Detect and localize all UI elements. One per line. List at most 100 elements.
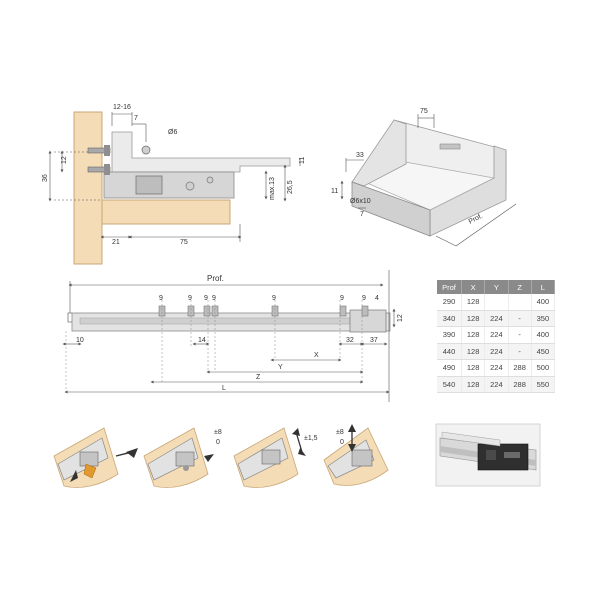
dim-hole-9: 9 bbox=[188, 295, 192, 302]
drawer-left-side bbox=[351, 119, 407, 187]
table-cell: 128 bbox=[461, 326, 486, 344]
table-cell: 224 bbox=[484, 343, 509, 360]
adjust-knob bbox=[183, 465, 189, 471]
table-cell: 288 bbox=[508, 359, 532, 377]
screw-lower bbox=[87, 164, 111, 175]
dim-hole-9: 9 bbox=[204, 295, 208, 302]
dim-drawer-top: 75 bbox=[420, 108, 428, 115]
hole-marker bbox=[158, 305, 166, 317]
dim-hole-4: 4 bbox=[375, 295, 379, 302]
rail-long-view: Prof. 9 9 9 9 9 9 9 4 12 10 14 32 37 X Y… bbox=[62, 270, 404, 402]
dim-drawer-height: 26,5 bbox=[287, 180, 294, 194]
table-cell: 450 bbox=[531, 343, 556, 360]
arrow-icon bbox=[298, 448, 306, 456]
drawer-3d-view: 75 33 11 Ø6x10 7 Prof. bbox=[331, 108, 517, 247]
table-row: 490 128 224 288 500 bbox=[437, 359, 556, 377]
table-cell: 490 bbox=[437, 359, 463, 377]
table-cell: - bbox=[508, 343, 532, 360]
table-cell: - bbox=[508, 310, 532, 327]
step3-range: ±1,5 bbox=[304, 435, 318, 442]
column-header: Y bbox=[484, 280, 509, 294]
table-cell: 224 bbox=[484, 376, 509, 393]
table-cell: 128 bbox=[461, 310, 486, 327]
arrow-icon bbox=[126, 448, 138, 458]
table-cell: 128 bbox=[461, 376, 486, 393]
dimension-table: Prof X Y Z L 290 128 400 340 128 224 - 3… bbox=[437, 280, 556, 393]
adjustment-step-4: ±8 0 bbox=[323, 424, 389, 486]
dim-z: Z bbox=[256, 374, 261, 381]
screw-upper bbox=[87, 145, 111, 156]
dim-hole-9: 9 bbox=[340, 295, 344, 302]
hole-marker bbox=[187, 305, 195, 317]
table-cell: 290 bbox=[437, 294, 463, 311]
table-cell: 224 bbox=[484, 326, 509, 344]
dim-offset-10: 10 bbox=[76, 337, 84, 344]
dim-depth: 7 bbox=[134, 115, 138, 122]
drawer-bottom-panel bbox=[101, 199, 231, 225]
column-header: Z bbox=[508, 280, 532, 294]
drawer-side-profile bbox=[111, 131, 291, 173]
dim-x: X bbox=[314, 352, 319, 359]
rail-inner bbox=[79, 317, 385, 325]
dim-hole-9: 9 bbox=[212, 295, 216, 302]
side-section-view: 12-16 7 Ø6 12 36 11 max.13 26,5 21 75 bbox=[42, 104, 306, 265]
dim-runner: 75 bbox=[180, 239, 188, 246]
table-cell: 128 bbox=[461, 343, 486, 360]
adjustment-steps: ±8 0 ±1,5 ±8 0 bbox=[53, 424, 389, 488]
column-header: Prof bbox=[437, 280, 463, 294]
arrow-icon bbox=[348, 444, 356, 452]
dim-pitch: 12 bbox=[61, 156, 68, 164]
table-cell: - bbox=[508, 326, 532, 344]
dim-rail-height: 11 bbox=[299, 157, 306, 164]
arrow-icon bbox=[292, 428, 300, 436]
table-cell: 128 bbox=[461, 294, 486, 311]
table-row: 440 128 224 - 450 bbox=[437, 343, 556, 360]
dim-l: L bbox=[222, 385, 226, 392]
adjustment-step-3: ±1,5 bbox=[233, 427, 318, 488]
table-cell: 288 bbox=[508, 376, 532, 393]
table-cell: 390 bbox=[437, 326, 463, 344]
hole-marker bbox=[339, 305, 347, 317]
arrow-icon bbox=[70, 470, 78, 482]
arrow-icon bbox=[348, 424, 356, 432]
hole-marker bbox=[211, 305, 219, 317]
locking-device bbox=[135, 175, 163, 195]
dim-prof: Prof. bbox=[207, 274, 224, 283]
column-header: L bbox=[531, 280, 556, 294]
dim-drawer-thickness: 11 bbox=[331, 188, 338, 195]
step4-range: ±8 bbox=[336, 429, 344, 436]
table-cell: 500 bbox=[531, 359, 556, 377]
hole-marker bbox=[271, 305, 279, 317]
dim-hole-9: 9 bbox=[362, 295, 366, 302]
rail-front-hook bbox=[67, 312, 72, 323]
hole-marker bbox=[141, 145, 151, 155]
table-row: 390 128 224 - 400 bbox=[437, 326, 556, 344]
hole-marker bbox=[361, 305, 369, 317]
table-row: 340 128 224 - 350 bbox=[437, 310, 556, 327]
table-cell: 340 bbox=[437, 310, 463, 327]
table-row: 290 128 400 bbox=[437, 294, 556, 311]
dim-y: Y bbox=[278, 364, 283, 371]
table-cell: 400 bbox=[531, 326, 556, 344]
table-cell: 224 bbox=[484, 359, 509, 377]
table-cell: 550 bbox=[531, 376, 556, 393]
adjust-knob bbox=[185, 181, 195, 191]
table-cell bbox=[484, 294, 509, 311]
table-cell: 440 bbox=[437, 343, 463, 360]
step4-zero: 0 bbox=[340, 439, 344, 446]
back-notch bbox=[439, 143, 461, 150]
table-cell: 128 bbox=[461, 359, 486, 377]
table-cell: 540 bbox=[437, 376, 463, 393]
dim-hole: Ø6 bbox=[168, 129, 177, 136]
table-header-row: Prof X Y Z L bbox=[437, 280, 556, 294]
dim-left-gap: 21 bbox=[112, 239, 120, 246]
dim-hole-9: 9 bbox=[159, 295, 163, 302]
cabinet-side-panel bbox=[73, 111, 103, 265]
table-cell: 224 bbox=[484, 310, 509, 327]
dim-height-12: 12 bbox=[397, 314, 404, 322]
arrow-icon bbox=[204, 454, 214, 462]
table-cell: 400 bbox=[531, 294, 556, 311]
adjustment-step-2: ±8 0 bbox=[143, 427, 222, 488]
dim-d32: 32 bbox=[346, 337, 354, 344]
dim-max: max.13 bbox=[269, 177, 276, 200]
